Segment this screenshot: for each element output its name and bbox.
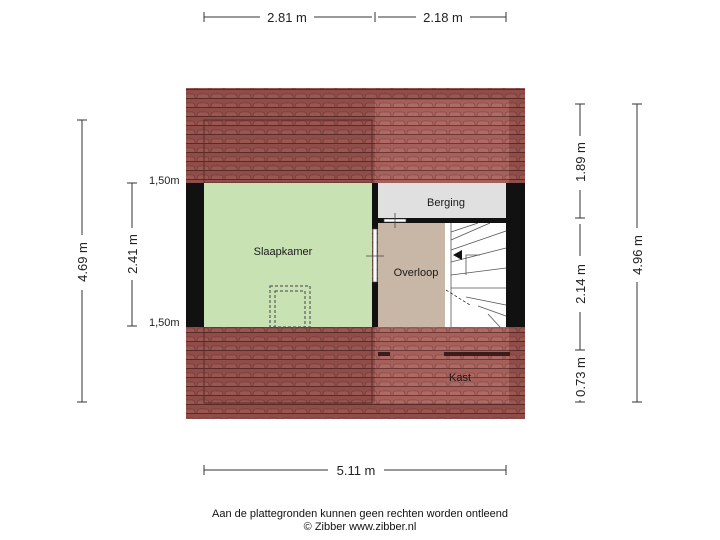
label-overloop: Overloop [394,267,439,279]
stair-arrow-icon [453,250,462,260]
room-slaapkamer [204,183,372,327]
dim-bottom: 5.11 m [337,463,376,478]
dim-left-inner: 2.41 m [125,234,140,274]
footer-disclaimer: Aan de plattegronden kunnen geen rechten… [212,508,508,520]
skylight-inner [274,290,306,328]
footer-copyright: © Zibber www.zibber.nl [304,521,417,533]
walls [186,183,525,327]
label-kast: Kast [449,372,471,384]
top-dimension: 2.81 m 2.18 m [203,10,507,25]
level-lower: 1,50m [149,317,180,329]
dim-right-bottom: 0.73 m [573,357,588,397]
door-slaapkamer [372,228,378,283]
staircase [445,222,507,328]
roof-lower-right [375,327,509,403]
dim-right-outer: 4.96 m [630,235,645,275]
bottom-dimension: 5.11 m [203,463,507,478]
dim-right-mid: 2.14 m [573,264,588,304]
level-upper: 1,50m [149,175,180,187]
dim-top-right: 2.18 m [423,10,463,25]
dim-top-left: 2.81 m [267,10,307,25]
label-slaapkamer: Slaapkamer [254,246,313,258]
room-berging [378,183,506,218]
kast-shelf [444,352,510,356]
label-berging: Berging [427,197,465,209]
left-dimensions: 4.69 m 2.41 m [75,119,140,403]
dim-right-top: 1.89 m [573,142,588,182]
dim-left-outer: 4.69 m [75,242,90,282]
room-overloop [378,223,445,327]
roof-upper-right [375,100,509,183]
right-dimensions: 1.89 m 2.14 m 0.73 m 4.96 m [573,103,645,403]
